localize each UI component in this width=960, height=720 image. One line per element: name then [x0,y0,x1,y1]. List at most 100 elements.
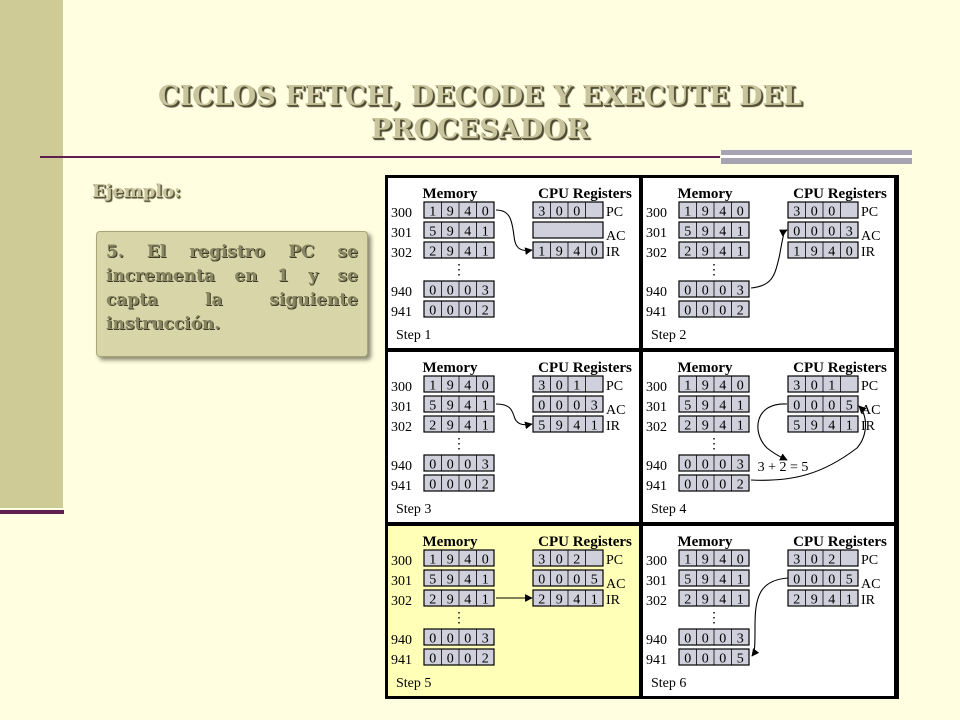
memory-digit: 0 [447,632,454,647]
memory-digit: 0 [737,205,744,220]
register-digit: 0 [828,573,835,588]
memory-digit: 2 [482,304,489,319]
register-digit: 3 [793,379,800,394]
memory-address: 300 [391,380,412,395]
memory-digit: 5 [737,652,744,667]
register-digit: 0 [793,399,800,414]
register-digit: 9 [811,593,818,608]
register-digit: 0 [811,399,818,414]
register-digit: 1 [573,379,580,394]
load-arrow [750,229,788,289]
cpu-registers-heading: CPU Registers [793,360,887,376]
register-digit: 9 [556,245,563,260]
register-digit: 1 [846,419,853,434]
memory-digit: 1 [429,379,436,394]
register-digit: 0 [573,399,580,414]
memory-digit: 3 [482,458,489,473]
step-label: Step 3 [396,502,431,517]
memory-address: 301 [391,574,412,589]
memory-digit: 9 [447,379,454,394]
register-digit: 0 [828,205,835,220]
cpu-registers-heading: CPU Registers [793,186,887,202]
add-accumulator-arrow [757,403,788,461]
memory-digit: 0 [429,652,436,667]
register-digit: 0 [538,573,545,588]
memory-address: 941 [646,479,667,494]
register-digit: 5 [846,573,853,588]
register-digit: 1 [793,245,800,260]
memory-address: 301 [646,574,667,589]
register-box [532,221,604,239]
memory-address: 940 [646,633,667,648]
step-label: Step 1 [396,328,431,343]
memory-digit: 9 [702,379,709,394]
memory-digit: 0 [702,652,709,667]
memory-digit: 0 [464,284,471,299]
register-digit: 2 [538,593,545,608]
register-digit: 5 [591,573,598,588]
memory-heading: Memory [678,534,733,550]
memory-digit: 5 [684,225,691,240]
cpu-registers-heading: CPU Registers [538,186,632,202]
register-digit: 0 [556,573,563,588]
register-name: PC [861,205,878,220]
memory-digit: 9 [702,245,709,260]
memory-address: 940 [646,459,667,474]
register-digit: 0 [591,245,598,260]
register-digit: 9 [556,593,563,608]
memory-address: 941 [391,653,412,668]
memory-digit: 0 [464,632,471,647]
memory-digit: 0 [447,304,454,319]
register-name: AC [861,229,880,244]
cpu-registers-heading: CPU Registers [793,534,887,550]
register-name: PC [606,553,623,568]
memory-digit: 0 [447,284,454,299]
register-digit: 2 [793,593,800,608]
memory-digit: 0 [684,458,691,473]
memory-digit: 4 [719,573,726,588]
register-digit: 1 [846,593,853,608]
memory-digit: 0 [429,478,436,493]
register-digit: 3 [793,205,800,220]
memory-digit: 3 [482,284,489,299]
memory-digit: 9 [702,225,709,240]
memory-digit: 0 [482,553,489,568]
memory-digit: 4 [464,379,471,394]
memory-heading: Memory [678,360,733,376]
memory-digit: 0 [447,652,454,667]
memory-digit: 0 [447,458,454,473]
memory-address: 302 [646,420,667,435]
memory-digit: 0 [684,652,691,667]
memory-digit: 1 [482,419,489,434]
memory-digit: 0 [429,632,436,647]
memory-digit: 9 [702,419,709,434]
memory-address: 301 [646,400,667,415]
memory-digit: 5 [429,573,436,588]
memory-digit: 5 [429,225,436,240]
memory-digit: 3 [482,632,489,647]
memory-digit: 4 [464,225,471,240]
memory-heading: Memory [678,186,733,202]
register-digit: 0 [793,225,800,240]
memory-digit: 1 [429,553,436,568]
memory-digit: 4 [464,245,471,260]
memory-digit: 9 [447,225,454,240]
memory-digit: 1 [737,225,744,240]
register-digit: 0 [556,379,563,394]
memory-digit: 2 [684,419,691,434]
register-digit: 0 [538,399,545,414]
register-digit: 1 [828,379,835,394]
memory-address: 941 [646,305,667,320]
memory-address: 301 [391,400,412,415]
register-name: AC [606,577,625,592]
memory-digit: 4 [719,245,726,260]
register-digit: 4 [573,245,580,260]
memory-digit: 0 [429,458,436,473]
memory-digit: 1 [737,419,744,434]
title-divider-accent [721,150,912,164]
memory-digit: 2 [737,478,744,493]
memory-address: 300 [646,554,667,569]
